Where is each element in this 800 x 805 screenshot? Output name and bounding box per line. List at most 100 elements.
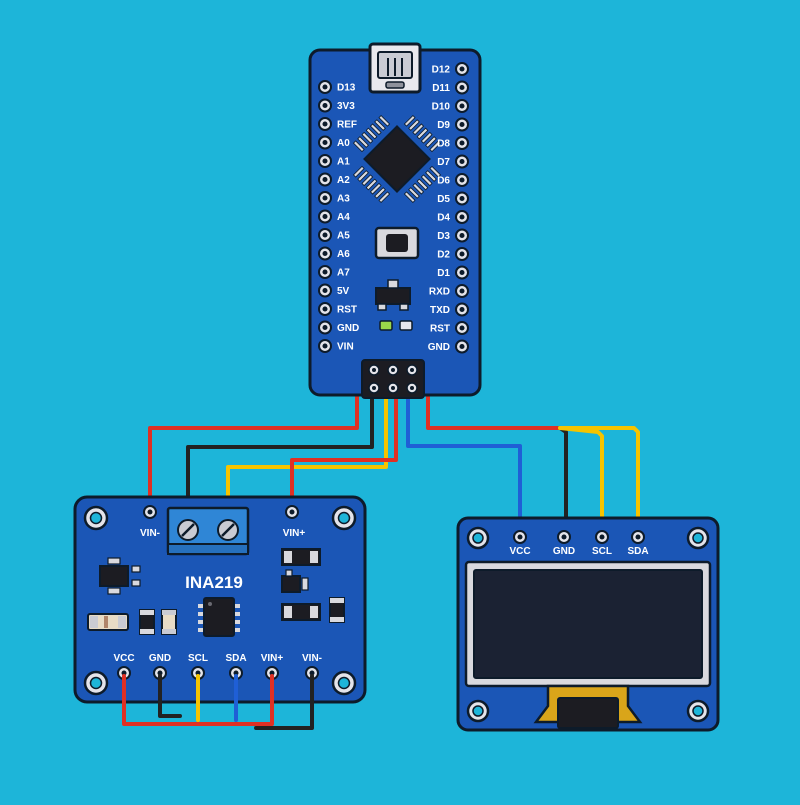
icsp-pin bbox=[387, 364, 399, 376]
arduino-pin-pad bbox=[318, 228, 332, 242]
wires bbox=[148, 390, 640, 538]
oled-pin-label: GND bbox=[553, 546, 575, 557]
arduino-pin-pad bbox=[318, 339, 332, 353]
screw-icon bbox=[177, 519, 199, 541]
wire-red-to-ina-vin-plus bbox=[290, 390, 398, 514]
smd-capacitor-icon bbox=[329, 597, 345, 623]
mounting-hole-icon bbox=[331, 670, 357, 696]
arduino-pin-label: GND bbox=[337, 323, 359, 334]
arduino-pin-label: REF bbox=[337, 120, 357, 131]
sot-regulator-icon bbox=[99, 557, 141, 595]
arduino-pin-label: RXD bbox=[429, 287, 450, 298]
arduino-pin-pad bbox=[455, 321, 469, 335]
oled-pin-pad bbox=[513, 530, 527, 544]
smd-capacitor-icon bbox=[139, 609, 155, 635]
wire-scl-to-ina-terminal bbox=[226, 390, 388, 514]
microcontroller-chip-icon bbox=[352, 114, 442, 204]
icsp-pin bbox=[406, 382, 418, 394]
ina-top-pin-vin-minus bbox=[143, 505, 157, 519]
arduino-pin-label: GND bbox=[428, 342, 450, 353]
ina-bottom-wires bbox=[122, 674, 314, 730]
arduino-pin-pad bbox=[455, 339, 469, 354]
icsp-header bbox=[361, 359, 425, 399]
ina-bottom-pin-label: VIN+ bbox=[261, 653, 284, 664]
arduino-pin-pad bbox=[455, 154, 469, 169]
ina-top-pin-vin-plus bbox=[285, 505, 299, 519]
oled-pin-pad bbox=[631, 530, 645, 544]
arduino-pin-pad bbox=[455, 136, 469, 150]
arduino-pin-pad bbox=[318, 320, 332, 335]
arduino-pin-label: D12 bbox=[432, 65, 451, 76]
wire-ina-vcc-loop bbox=[122, 674, 274, 726]
icsp-pin bbox=[387, 382, 399, 394]
arduino-pin-pad bbox=[455, 265, 469, 280]
arduino-pin-label: D8 bbox=[437, 139, 450, 150]
oled-pin-pad bbox=[595, 530, 609, 544]
ina-bottom-pin-label: SDA bbox=[225, 653, 246, 664]
arduino-pin-label: D7 bbox=[437, 157, 450, 168]
ina-bottom-pin-label: VCC bbox=[113, 653, 134, 664]
mounting-hole-icon bbox=[83, 505, 109, 531]
ina-module-title: INA219 bbox=[185, 573, 243, 592]
ina-bottom-pin-label: SCL bbox=[188, 653, 208, 664]
ina219-chip-icon bbox=[198, 597, 240, 637]
wire-oled-sda bbox=[558, 426, 640, 538]
arduino-pin-pad bbox=[455, 80, 469, 95]
arduino-pin-label: VIN bbox=[337, 342, 354, 353]
ina219-module: VIN- VIN+ INA219 bbox=[73, 495, 367, 704]
arduino-pin-label: A0 bbox=[337, 138, 350, 149]
arduino-pin-pad bbox=[318, 265, 332, 279]
arduino-pin-pad bbox=[318, 117, 332, 131]
wire-gnd-to-ina-terminal bbox=[186, 390, 374, 514]
arduino-pin-label: 5V bbox=[337, 286, 350, 297]
ina-bottom-pin-pad bbox=[305, 666, 319, 680]
mounting-hole-icon bbox=[686, 699, 710, 723]
status-led-icon bbox=[399, 320, 413, 331]
power-led-icon bbox=[379, 320, 393, 331]
oled-screen bbox=[473, 569, 703, 679]
arduino-pin-label: D4 bbox=[437, 213, 450, 224]
arduino-pin-label: A2 bbox=[337, 175, 350, 186]
arduino-pin-pad bbox=[318, 154, 332, 168]
arduino-pin-label: D2 bbox=[437, 250, 450, 261]
arduino-pin-pad bbox=[318, 302, 332, 316]
screw-terminal-block bbox=[166, 506, 250, 556]
arduino-pin-label: A6 bbox=[337, 249, 350, 260]
arduino-pin-pad bbox=[455, 284, 469, 298]
arduino-pin-label: RST bbox=[430, 324, 450, 335]
arduino-pin-label: A1 bbox=[337, 157, 350, 168]
mounting-hole-icon bbox=[686, 526, 710, 550]
ina-top-label-vin-minus: VIN- bbox=[140, 528, 160, 539]
shunt-resistor-icon bbox=[281, 548, 321, 566]
wire-sda-to-oled-vcc bbox=[406, 390, 522, 538]
smd-resistor-icon bbox=[281, 603, 321, 621]
icsp-pin bbox=[368, 382, 380, 394]
arduino-pin-pad bbox=[318, 209, 332, 224]
mounting-hole-icon bbox=[466, 526, 490, 550]
arduino-pin-pad bbox=[455, 173, 469, 187]
arduino-pin-pad bbox=[318, 172, 332, 187]
arduino-pin-label: RST bbox=[337, 305, 357, 316]
voltage-regulator-icon bbox=[375, 279, 411, 311]
transistor-icon bbox=[281, 569, 309, 593]
arduino-pin-label: A3 bbox=[337, 194, 350, 205]
arduino-pin-pad bbox=[318, 283, 332, 298]
icsp-pin bbox=[406, 364, 418, 376]
ina-top-label-vin-plus: VIN+ bbox=[283, 528, 306, 539]
usb-connector-icon bbox=[368, 42, 422, 94]
arduino-pin-pad bbox=[455, 117, 469, 132]
smd-resistor-icon bbox=[87, 613, 129, 631]
mounting-hole-icon bbox=[466, 699, 490, 723]
wire-ina-vin-minus-stub bbox=[254, 674, 314, 730]
arduino-pin-pad bbox=[318, 135, 332, 150]
arduino-pin-label: A5 bbox=[337, 231, 350, 242]
icsp-pin bbox=[368, 364, 380, 376]
arduino-pin-pad bbox=[455, 228, 469, 243]
arduino-pin-pad bbox=[455, 210, 469, 224]
wire-ina-gnd-stub bbox=[158, 674, 182, 718]
